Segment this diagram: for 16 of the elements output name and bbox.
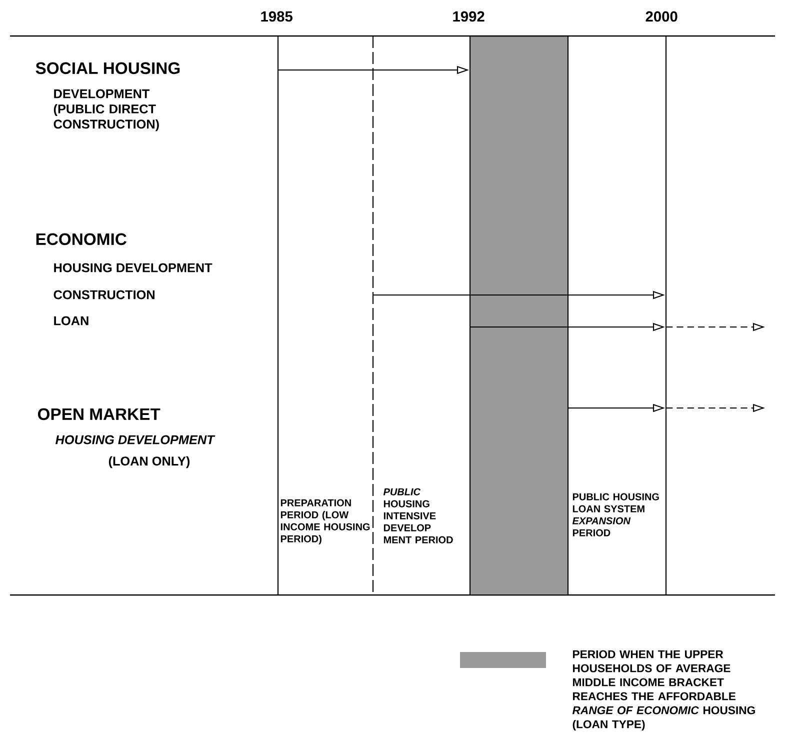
period-label: PUBLIC HOUSING INTENSIVE DEVELOP MENT PERIOD: [383, 488, 453, 544]
row-heading: SOCIAL HOUSING: [36, 62, 180, 74]
period-label: PREPARATION PERIOD (LOW INCOME HOUSING PERIOD): [280, 499, 370, 544]
row-subheading: DEVELOPMENT (PUBLIC DIRECT CONSTRUCTION): [54, 89, 159, 132]
row-subheading: LOAN: [54, 316, 88, 326]
row-subheading: HOUSING DEVELOPMENT: [56, 435, 216, 444]
year-label: 1985: [261, 11, 292, 22]
year-label: 1992: [453, 11, 484, 22]
shaded-period-band: [470, 36, 568, 594]
year-label: 2000: [646, 11, 678, 22]
row-subheading: HOUSING DEVELOPMENT: [54, 263, 212, 272]
row-heading: ECONOMIC: [36, 233, 126, 246]
row-subheading: CONSTRUCTION: [54, 290, 154, 300]
row-subheading: (LOAN ONLY): [108, 456, 190, 468]
legend-text: PERIOD WHEN THE UPPER HOUSEHOLDS OF AVERAGE MIDDLE INCOME BRACKET REACHES THE AFFORDABLE RANGE OF ECONOMIC HOUSING (LOAN TYPE): [572, 650, 755, 731]
row-heading: OPEN MARKET: [38, 408, 160, 420]
